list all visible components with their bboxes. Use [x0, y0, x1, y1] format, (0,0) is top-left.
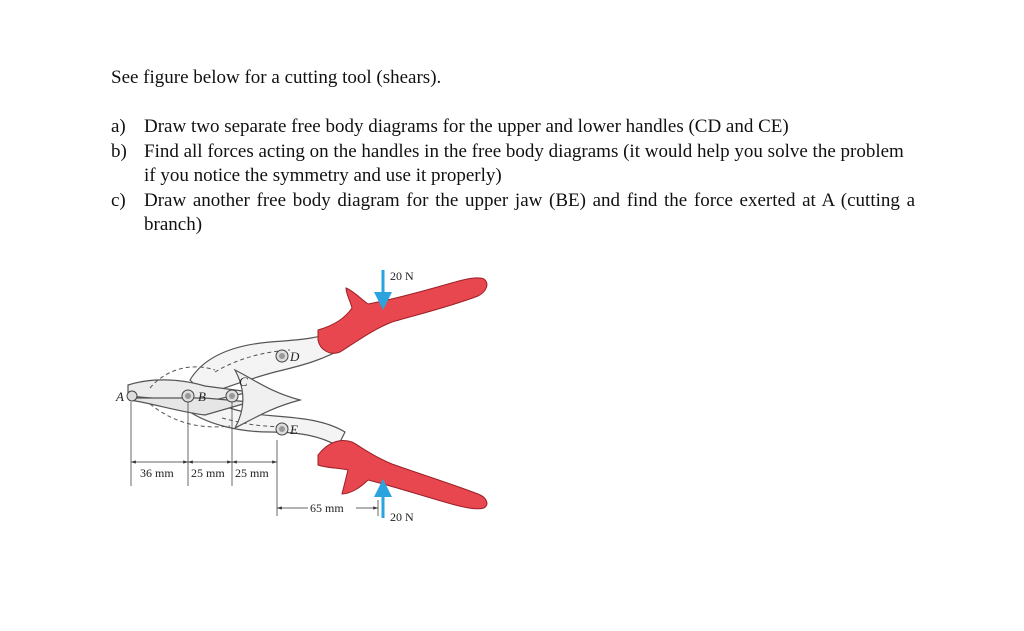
lower-handle-grip: [317, 440, 488, 510]
dimension-label-2: 25 mm: [191, 466, 225, 480]
dimension-label-3: 25 mm: [235, 466, 269, 480]
upper-handle-grip: [317, 277, 488, 354]
pin-d: [275, 349, 289, 363]
shears-body: [127, 329, 349, 447]
question-marker: c): [111, 189, 126, 211]
dimension-label-bg: [308, 500, 356, 516]
pin-b: [181, 389, 195, 403]
question-marker: b): [111, 140, 127, 162]
dimension-label-4: 65 mm: [310, 501, 344, 515]
intro-text: See figure below for a cutting tool (she…: [111, 67, 442, 88]
point-label-d: D: [289, 349, 300, 364]
point-label-b: B: [198, 389, 206, 404]
force-label-top: 20 N: [390, 269, 414, 283]
question-text: Find all forces acting on the handles in…: [144, 140, 904, 187]
pin-e: [275, 422, 289, 436]
question-text: Draw two separate free body diagrams for…: [144, 116, 789, 137]
question-list: a) Draw two separate free body diagrams …: [111, 115, 915, 238]
question-b: b) Find all forces acting on the handles…: [111, 140, 915, 189]
dimension-label-1: 36 mm: [140, 466, 174, 480]
question-marker: a): [111, 116, 126, 137]
question-text: Draw another free body diagram for the u…: [144, 189, 915, 236]
pin-c: [225, 389, 239, 403]
force-label-bottom: 20 N: [390, 510, 414, 524]
question-c: c) Draw another free body diagram for th…: [111, 189, 915, 238]
question-a: a) Draw two separate free body diagrams …: [111, 115, 915, 140]
pin-a: [126, 390, 138, 402]
point-label-e: E: [289, 422, 298, 437]
point-label-a: A: [115, 389, 124, 404]
point-label-c: C: [239, 374, 248, 389]
